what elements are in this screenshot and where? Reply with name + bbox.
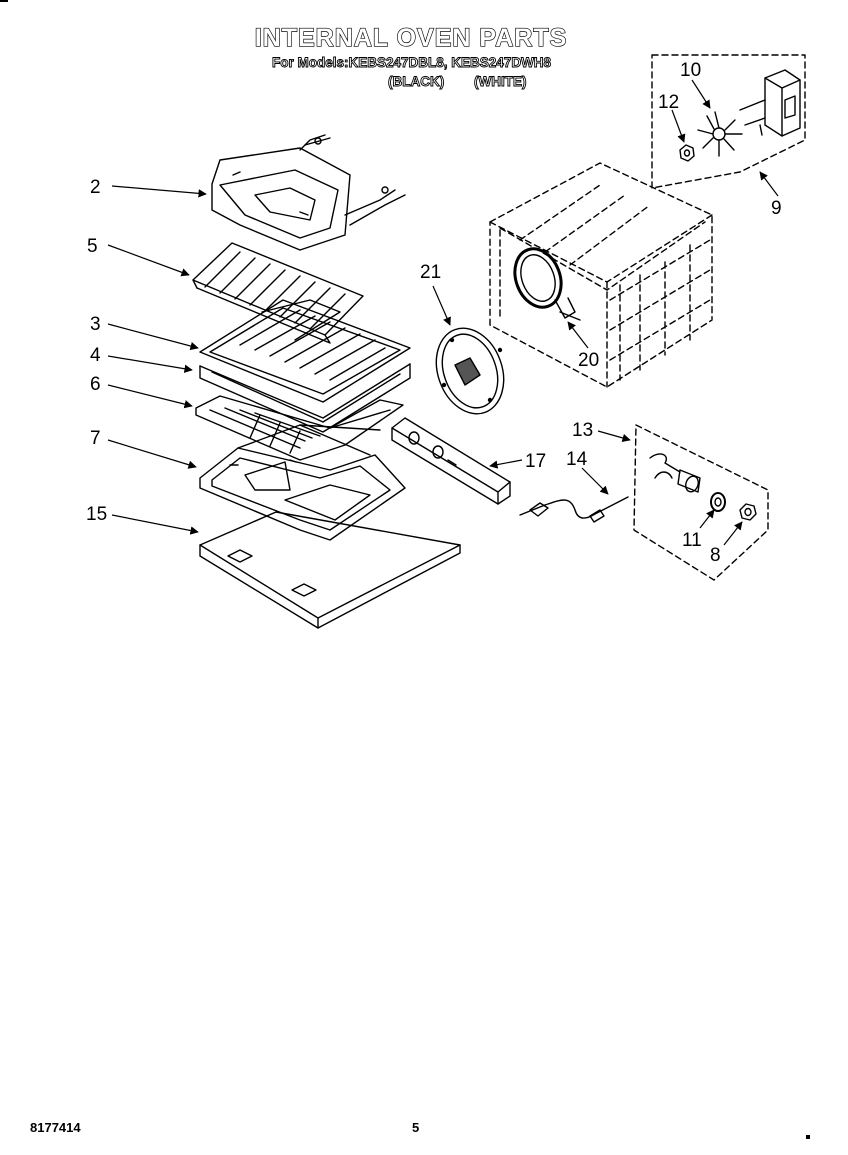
callout-15: 15 [86, 504, 107, 525]
probe-jack-part [649, 453, 701, 493]
leader-line-15 [111, 514, 199, 535]
callout-4: 4 [90, 345, 101, 366]
leader-line-12 [671, 109, 686, 143]
leader-line-20 [567, 321, 589, 349]
leader-line-13 [597, 430, 631, 442]
page-title: INTERNAL OVEN PARTS [254, 23, 568, 52]
callout-21: 21 [420, 262, 441, 283]
page-number: 5 [412, 1120, 420, 1135]
convection-ring-part [513, 247, 581, 321]
fan-motor-part [739, 69, 801, 137]
callout-12: 12 [658, 92, 679, 113]
leader-line-11 [699, 509, 715, 529]
callout-11: 11 [682, 530, 702, 551]
scan-mark [806, 1135, 810, 1139]
leader-line-9 [759, 171, 779, 197]
fan-cover-part [435, 327, 505, 415]
washer-part [710, 492, 726, 512]
models-line: For Models:KEBS247DBL8, KEBS247DWH8 [272, 55, 552, 71]
color-label-white: (WHITE) [474, 74, 527, 90]
broiler-pan-base-part [199, 363, 411, 433]
fan-motor-group-box [651, 54, 806, 189]
leader-line-7 [107, 439, 197, 469]
callout-17: 17 [525, 451, 546, 472]
callout-9: 9 [771, 198, 782, 219]
callout-5: 5 [87, 236, 98, 257]
leader-line-10 [691, 79, 711, 109]
callout-13: 13 [572, 420, 593, 441]
callout-7: 7 [90, 428, 101, 449]
leader-line-3 [107, 323, 199, 351]
leader-line-5 [107, 244, 190, 277]
fan-blade-part [697, 111, 743, 157]
leader-line-14 [581, 467, 609, 495]
leader-line-4 [107, 355, 193, 373]
nut-part [739, 503, 757, 521]
broiler-pan-part [199, 299, 411, 403]
callout-2: 2 [90, 177, 101, 198]
document-number: 8177414 [30, 1120, 81, 1135]
oven-rack-part [195, 395, 404, 461]
scan-mark [0, 0, 8, 2]
leader-line-17 [489, 459, 523, 469]
bottom-panel-part [199, 511, 461, 629]
callout-10: 10 [680, 60, 701, 81]
leader-line-21 [432, 285, 451, 326]
color-label-black: (BLACK) [388, 74, 445, 90]
probe-jack-group-box [633, 424, 769, 581]
callout-20: 20 [578, 350, 599, 371]
bake-element-part [199, 424, 406, 541]
leader-line-6 [107, 384, 193, 409]
leader-line-2 [111, 185, 207, 198]
callout-3: 3 [90, 314, 101, 335]
fan-nut-part [679, 144, 695, 162]
callout-6: 6 [90, 374, 101, 395]
rear-bracket-part [391, 417, 511, 505]
meat-probe-part [519, 496, 629, 523]
callout-8: 8 [710, 545, 721, 566]
callout-14: 14 [566, 449, 588, 470]
oven-cavity-outline [489, 162, 713, 388]
broil-element-part [211, 134, 406, 251]
leader-line-8 [723, 521, 743, 546]
